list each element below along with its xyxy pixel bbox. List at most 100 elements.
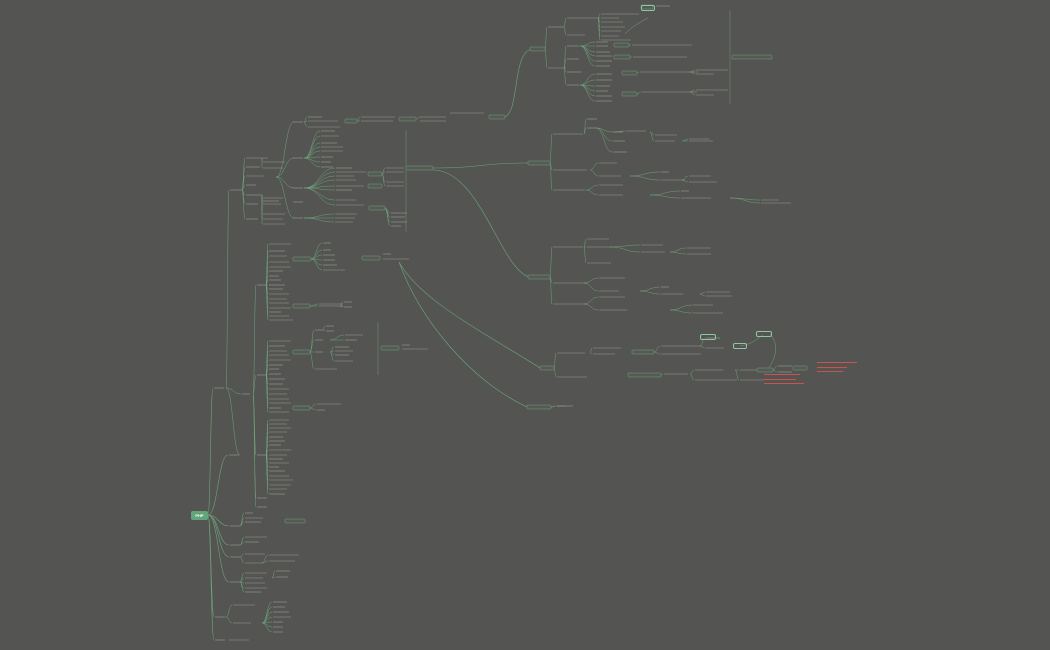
right-top-d-link xyxy=(579,45,596,57)
topic-node-ac[interactable] xyxy=(526,404,552,410)
branch-to-bottom xyxy=(275,176,295,219)
topic-node-i[interactable] xyxy=(361,255,381,261)
topic-node-ab[interactable] xyxy=(792,365,808,371)
main-branch xyxy=(207,514,230,558)
topic-node-h[interactable] xyxy=(292,256,312,262)
topic-node-c[interactable] xyxy=(488,114,506,120)
annotation-red-5 xyxy=(764,379,796,381)
oop-sub-7-link xyxy=(329,351,335,362)
topic-node-e[interactable] xyxy=(367,183,383,189)
oop-sub-8-link xyxy=(309,407,317,411)
highlight-node-1[interactable] xyxy=(700,334,716,340)
right-top-e-link xyxy=(579,73,596,86)
topic-node-z[interactable] xyxy=(627,372,662,378)
topic-node-t[interactable] xyxy=(621,91,638,97)
main-branch xyxy=(207,387,214,516)
right-mid-link xyxy=(549,133,553,164)
right-mid-g-link xyxy=(629,171,661,177)
right-top-link xyxy=(544,26,548,50)
right-bot-i xyxy=(739,334,764,347)
topic-node-o[interactable] xyxy=(529,46,546,52)
topic-node-f[interactable] xyxy=(405,165,434,171)
right-top-a-link xyxy=(563,26,567,36)
right-bot-link xyxy=(553,367,557,378)
right-low-g-link xyxy=(583,303,599,311)
long-link-5 xyxy=(504,48,533,118)
highlight-node-3[interactable] xyxy=(733,343,747,349)
topic-node-g[interactable] xyxy=(368,205,386,211)
top-block-link xyxy=(303,121,308,128)
root-node[interactable]: PHP xyxy=(191,511,208,520)
mid-block-2-link xyxy=(303,167,336,189)
main-branch xyxy=(207,454,229,516)
oop-sub-5-link xyxy=(322,329,326,332)
oop-list-2-link xyxy=(265,374,269,413)
topic-node-v[interactable] xyxy=(527,160,551,166)
right-mid-d-link xyxy=(649,131,655,142)
lower-3-link xyxy=(239,553,245,558)
right-low-d-link xyxy=(583,282,599,292)
topic-node-n[interactable] xyxy=(284,518,306,524)
right-mid-f-link xyxy=(589,162,599,171)
topic-node-k[interactable] xyxy=(292,349,311,355)
topic-node-r[interactable] xyxy=(613,54,631,60)
oop-link xyxy=(252,284,257,395)
mid-block-link xyxy=(303,157,321,168)
topic-node-m[interactable] xyxy=(292,405,311,411)
right-mid-i-link xyxy=(585,189,599,196)
lower-4b-link xyxy=(271,576,276,579)
lower-2-link xyxy=(239,541,245,546)
top-block-3 xyxy=(415,116,421,120)
right-bot-e-link xyxy=(689,373,695,381)
main-branch xyxy=(207,514,230,546)
lower-5-link xyxy=(225,604,233,618)
oop-list-1-link xyxy=(265,284,269,321)
right-top-d-link xyxy=(579,45,596,62)
right-low-b-link xyxy=(609,244,641,248)
right-mid-j-link xyxy=(649,194,681,199)
annotation-red-4 xyxy=(764,374,800,376)
right-mid-i-link xyxy=(585,184,599,191)
right-top-d-link xyxy=(579,41,596,47)
topic-node-x[interactable] xyxy=(539,365,555,371)
topic-node-aa[interactable] xyxy=(756,367,774,373)
right-bot-f-link xyxy=(734,369,740,381)
lower-4-link xyxy=(239,581,245,593)
right-top-e-link xyxy=(579,84,596,102)
oop-sub-4-link xyxy=(309,351,315,370)
mid-block-3-link xyxy=(381,171,386,175)
right-mid-e-link xyxy=(681,138,689,142)
topic-node-u[interactable] xyxy=(731,54,773,60)
right-mid-j-link xyxy=(649,190,681,196)
branch-to-top xyxy=(275,121,295,178)
topic-node-q[interactable] xyxy=(613,42,630,48)
topic-node-b[interactable] xyxy=(398,116,417,122)
right-low-f-link xyxy=(699,291,706,295)
topic-node-s[interactable] xyxy=(621,70,638,76)
topic-node-d[interactable] xyxy=(367,171,383,177)
right-low-c-link xyxy=(669,247,687,253)
top-block-2-link xyxy=(356,116,361,122)
lower-1-link xyxy=(239,521,245,527)
topic-node-a[interactable] xyxy=(344,118,358,124)
right-low-h-link xyxy=(669,304,693,311)
topic-node-y[interactable] xyxy=(631,349,655,355)
topic-node-j[interactable] xyxy=(292,303,311,309)
right-mid-b-link xyxy=(595,127,613,153)
highlight-node-4[interactable] xyxy=(641,5,655,11)
oop-sub-8-link xyxy=(309,403,317,409)
oop-link xyxy=(252,374,257,395)
root-node-label: PHP xyxy=(195,513,204,518)
right-bot-g-link xyxy=(772,369,778,373)
right-low-e-link xyxy=(639,286,661,292)
topic-node-l[interactable] xyxy=(380,345,400,351)
lower-5-link xyxy=(225,616,233,624)
lower-5b-link xyxy=(261,606,273,624)
right-bot-b-link xyxy=(653,345,661,353)
right-low-a-link xyxy=(583,238,587,248)
highlight-node-2[interactable] xyxy=(756,331,772,337)
topic-node-w[interactable] xyxy=(527,274,551,280)
main-branch xyxy=(207,514,215,641)
right-low-link xyxy=(549,246,553,278)
